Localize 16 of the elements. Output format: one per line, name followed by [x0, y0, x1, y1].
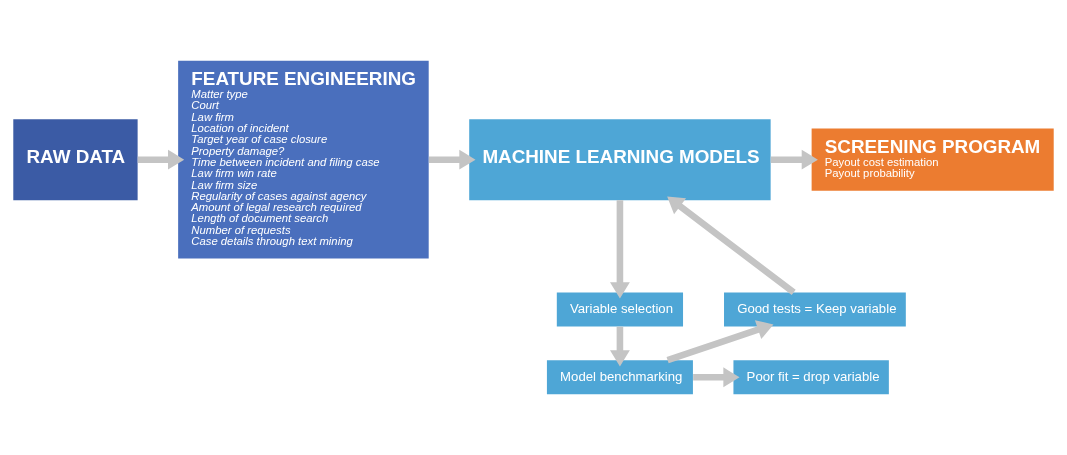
- node-box: FEATURE ENGINEERING Matter type Court Law firm Location of incident Target year of case closure Property damage? Time between incident and filing case Law firm win rate Law firm size Regularity of cases against agency Amount of legal research required Length of document search Number of requests Case details through text mining: [178, 60, 429, 259]
- arrow: [666, 320, 774, 364]
- arrow: [428, 149, 476, 170]
- node-box: SCREENING PROGRAM Payout cost estimation Payout probability: [811, 128, 1054, 191]
- arrow: [667, 196, 796, 296]
- node-box: Model benchmarking: [546, 360, 693, 395]
- node-box: Variable selection: [556, 292, 684, 327]
- arrow: [770, 149, 818, 170]
- arrow: [610, 326, 630, 367]
- node-box: RAW DATA: [13, 119, 138, 201]
- node-box: Good tests = Keep variable: [724, 292, 906, 327]
- node-box: MACHINE LEARNING MODELS: [469, 119, 771, 201]
- node-box: Poor fit = drop variable: [733, 360, 889, 395]
- arrow: [693, 367, 740, 388]
- arrow: [610, 200, 630, 299]
- arrow: [137, 149, 185, 170]
